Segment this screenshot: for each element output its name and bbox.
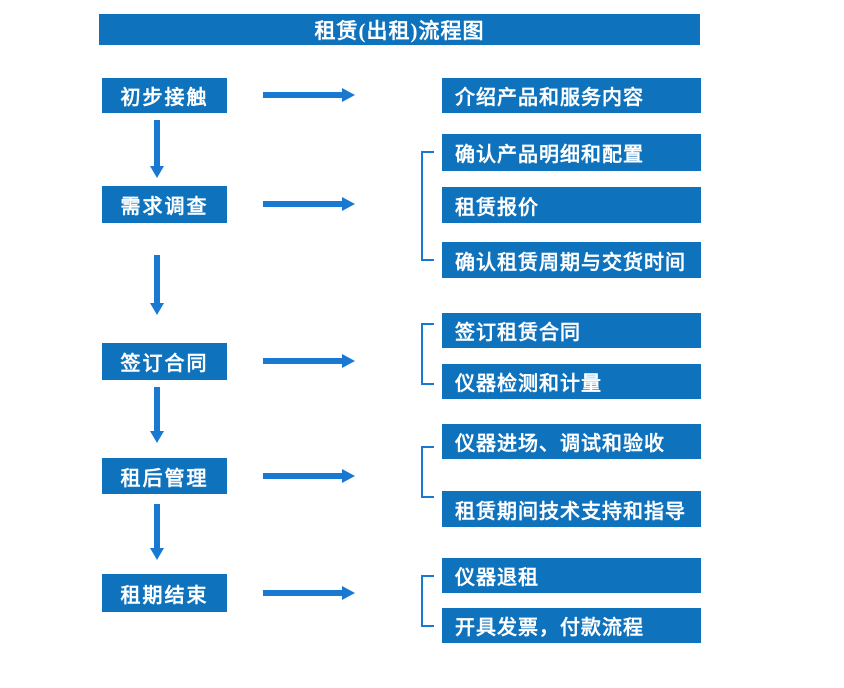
step-box-lease-end: 租期结束 xyxy=(102,574,227,612)
step-box-post-rental: 租后管理 xyxy=(102,458,227,494)
group-bracket xyxy=(421,575,434,627)
flowchart-title: 租赁(出租)流程图 xyxy=(99,14,700,45)
detail-box-introduce-products: 介绍产品和服务内容 xyxy=(442,78,701,113)
arrow-right-icon xyxy=(263,586,355,600)
group-bracket xyxy=(421,446,434,498)
detail-box-instrument-return: 仪器退租 xyxy=(442,558,701,593)
detail-box-tech-support: 租赁期间技术支持和指导 xyxy=(442,491,701,527)
detail-box-confirm-product-config: 确认产品明细和配置 xyxy=(442,134,701,171)
detail-box-instrument-setup: 仪器进场、调试和验收 xyxy=(442,424,701,459)
detail-box-rental-quote: 租赁报价 xyxy=(442,187,701,223)
arrow-right-icon xyxy=(263,469,355,483)
arrow-right-icon xyxy=(263,197,355,211)
arrow-right-icon xyxy=(263,88,355,102)
arrow-down-icon xyxy=(150,255,164,315)
arrow-down-icon xyxy=(150,387,164,443)
step-box-sign-contract: 签订合同 xyxy=(102,343,227,380)
group-bracket xyxy=(421,323,434,385)
step-box-demand-survey: 需求调查 xyxy=(102,186,227,223)
detail-box-instrument-testing: 仪器检测和计量 xyxy=(442,364,701,399)
step-box-initial-contact: 初步接触 xyxy=(102,78,227,113)
group-bracket xyxy=(421,151,434,261)
detail-box-confirm-period-delivery: 确认租赁周期与交货时间 xyxy=(442,242,701,278)
arrow-down-icon xyxy=(150,120,164,178)
detail-box-sign-rental-contract: 签订租赁合同 xyxy=(442,313,701,348)
arrow-right-icon xyxy=(263,354,355,368)
detail-box-invoice-payment: 开具发票，付款流程 xyxy=(442,608,701,643)
arrow-down-icon xyxy=(150,504,164,560)
